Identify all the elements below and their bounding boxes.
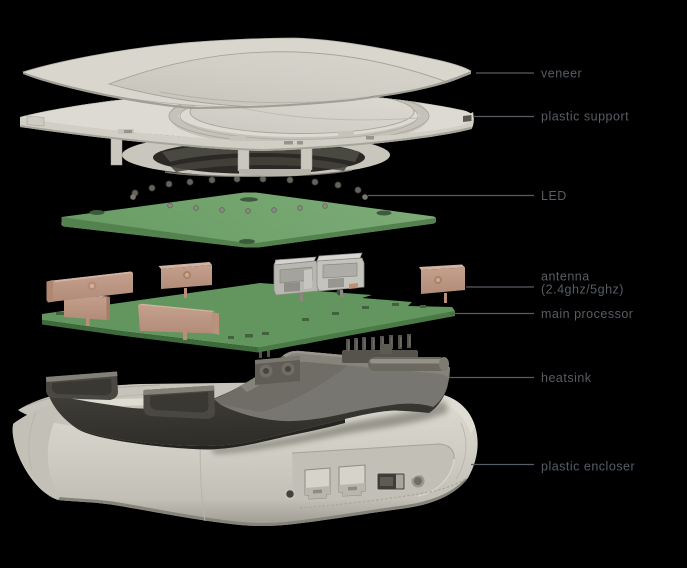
svg-text:LED: LED — [541, 189, 567, 203]
svg-text:(2.4ghz/5ghz): (2.4ghz/5ghz) — [541, 283, 624, 297]
svg-text:antenna: antenna — [541, 270, 590, 284]
svg-text:plastic support: plastic support — [541, 110, 629, 124]
svg-text:veneer: veneer — [541, 67, 582, 81]
svg-text:plastic encloser: plastic encloser — [541, 460, 635, 474]
svg-text:main processor: main processor — [541, 307, 633, 321]
svg-text:heatsink: heatsink — [541, 371, 592, 385]
